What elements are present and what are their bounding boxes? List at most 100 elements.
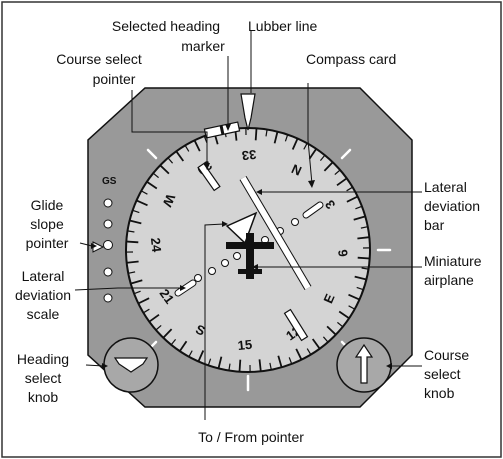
compass-tick — [303, 143, 308, 150]
label-miniature-airplane-1: Miniature — [424, 253, 482, 269]
label-to-from-pointer: To / From pointer — [198, 429, 304, 445]
compass-tick — [170, 339, 177, 346]
lubber-line — [240, 93, 256, 131]
compass-tick — [295, 348, 303, 361]
label-course-select-knob-3: knob — [424, 385, 455, 401]
compass-tick — [143, 308, 150, 314]
compass-tick — [193, 139, 201, 152]
compass-tick — [179, 340, 188, 352]
compass-tick — [130, 279, 143, 285]
compass-tick — [338, 310, 350, 319]
compass-tick — [269, 362, 272, 370]
compass-tick — [155, 324, 162, 331]
leader-lines — [74, 30, 422, 420]
compass-tick — [348, 293, 360, 301]
compass-tick — [357, 236, 370, 240]
compass-tick — [346, 195, 359, 203]
label-lubber-line: Lubber line — [248, 18, 317, 34]
compass-tick — [348, 305, 355, 310]
to-from-pointer — [225, 211, 258, 245]
glide-slope-scale — [103, 198, 113, 303]
course-pointer-head-fill — [303, 202, 323, 218]
compass-tick — [291, 138, 299, 150]
compass-tick — [265, 129, 268, 137]
compass-tick — [258, 359, 262, 372]
compass-tick — [277, 355, 283, 368]
compass-tick — [360, 226, 368, 229]
compass-tick — [175, 150, 185, 162]
label-course-select-knob-1: Course — [424, 347, 469, 363]
course-select-knob-icon — [354, 343, 374, 384]
compass-tick — [336, 177, 348, 187]
compass-tick — [228, 363, 231, 371]
course-select-pointer — [197, 162, 221, 192]
compass-tick — [346, 186, 353, 192]
label-glide-slope-pointer-1: Glide — [31, 197, 64, 213]
compass-tick — [128, 271, 136, 274]
label-lateral-deviation-scale-3: scale — [27, 306, 60, 322]
compass-tick — [126, 260, 139, 264]
compass-tick — [132, 209, 140, 214]
label-miniature-airplane-2: airplane — [424, 272, 474, 288]
label-heading-select-knob-1: Heading — [17, 351, 69, 367]
label-course-select-pointer-2: pointer — [93, 71, 136, 87]
compass-tick — [337, 321, 344, 328]
label-heading-select-knob-2: select — [25, 370, 62, 386]
selected-heading-marker — [203, 121, 241, 139]
compass-tick — [288, 357, 293, 365]
compass-tick — [167, 157, 174, 164]
compass-tick — [217, 356, 223, 369]
compass-tick — [306, 348, 312, 355]
label-lateral-deviation-scale-2: deviation — [15, 287, 71, 303]
compass-tick — [311, 338, 321, 350]
label-course-select-knob-2: select — [424, 366, 461, 382]
compass-tick — [353, 215, 366, 221]
label-selected-heading-marker-2: marker — [181, 38, 225, 54]
label-glide-slope-pointer-2: slope — [30, 216, 64, 232]
compass-tick — [141, 190, 148, 195]
label-lateral-deviation-bar-1: Lateral — [424, 179, 467, 195]
card-label-21: 21 — [157, 286, 178, 307]
compass-ticks — [125, 127, 371, 373]
compass-tick — [127, 230, 135, 233]
label-heading-select-knob-3: knob — [28, 389, 59, 405]
compass-tick — [284, 134, 289, 142]
card-label-15: 15 — [237, 337, 253, 353]
compass-tick — [323, 161, 334, 172]
compass-tick — [184, 145, 190, 152]
glide-slope-label: GS — [102, 176, 117, 187]
compass-tick — [159, 164, 170, 175]
compass-tick — [319, 154, 326, 161]
compass-tick — [273, 131, 279, 144]
card-label-24: 24 — [148, 237, 165, 254]
compass-tick — [129, 219, 142, 225]
compass-tick — [355, 205, 363, 210]
compass-tick — [322, 336, 329, 343]
miniature-airplane — [226, 233, 274, 279]
compass-tick — [354, 275, 367, 281]
label-selected-heading-marker-1: Selected heading — [112, 18, 220, 34]
compass-tick — [334, 169, 341, 176]
card-label-33: 33 — [241, 147, 257, 163]
compass-tick — [137, 297, 150, 305]
course-pointer-lower-bar — [283, 308, 309, 342]
compass-tick — [207, 358, 212, 366]
compass-tick — [326, 325, 337, 336]
heading-select-knob-icon — [113, 357, 149, 373]
card-label-6: 6 — [335, 249, 351, 258]
label-lateral-deviation-bar-3: bar — [424, 217, 445, 233]
label-glide-slope-pointer-3: pointer — [26, 235, 69, 251]
compass-tick — [136, 199, 148, 207]
compass-tick — [238, 359, 242, 372]
compass-tick — [361, 267, 369, 270]
label-lateral-deviation-bar-2: deviation — [424, 198, 480, 214]
compass-tick — [356, 286, 364, 291]
leader-arrowheads — [91, 124, 392, 369]
label-lateral-deviation-scale-1: Lateral — [22, 268, 65, 284]
compass-tick — [133, 290, 141, 295]
compass-tick — [254, 128, 258, 141]
compass-tick — [308, 148, 317, 160]
lateral-deviation-bar — [240, 176, 311, 290]
